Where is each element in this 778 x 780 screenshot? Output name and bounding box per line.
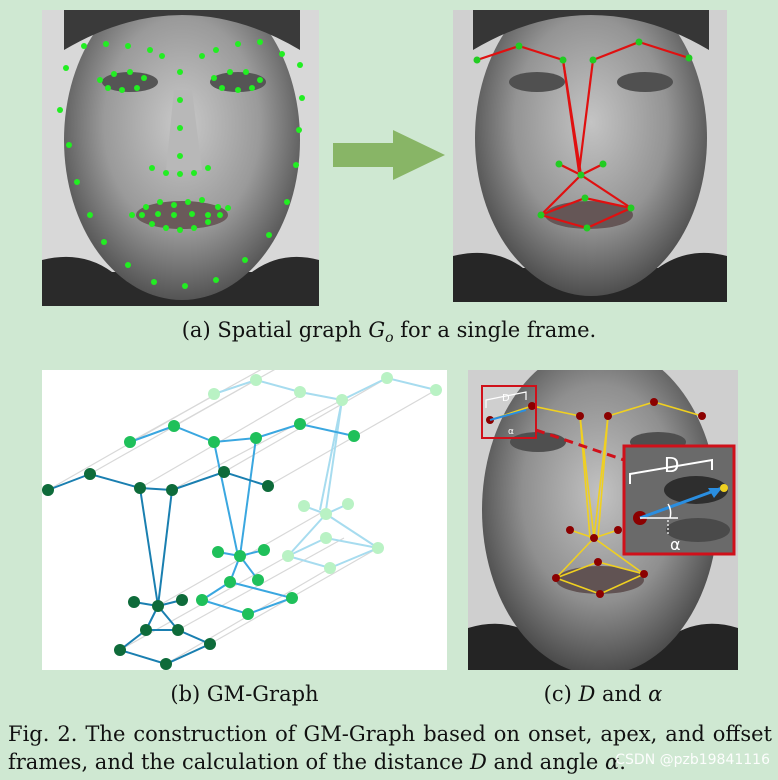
caption-a-suffix: for a single frame. xyxy=(393,318,597,342)
small-vector-arrow xyxy=(489,409,527,421)
caption-c-symbol-d: D xyxy=(578,682,596,706)
caption-b-text: (b) GM-Graph xyxy=(170,682,319,706)
zoom-d-label: D xyxy=(664,453,679,477)
caption-a-subscript: o xyxy=(385,330,394,347)
spatial-graph-nodes xyxy=(473,38,693,232)
zoom-vector-arrow xyxy=(639,486,723,520)
landmark-points xyxy=(57,39,305,289)
zoom-alpha-label: α xyxy=(670,535,681,554)
figure-caption-part3: . xyxy=(619,750,626,774)
zoom-connector-line xyxy=(535,428,625,462)
zoom-inset: D α xyxy=(622,444,736,556)
caption-c-prefix: (c) xyxy=(543,682,579,706)
figure-caption-part1: Fig. 2. The construction of GM-Graph bas… xyxy=(8,722,772,774)
gm-onset-layer xyxy=(42,466,274,670)
face-landmarks-svg xyxy=(42,10,319,306)
caption-a-text: (a) Spatial graph xyxy=(181,318,369,342)
gm-graph-svg xyxy=(42,370,442,670)
panel-c-svg: D α D α xyxy=(468,370,738,670)
gm-apex-layer xyxy=(124,418,360,620)
panel-b-gm-graph xyxy=(42,370,447,670)
right-arrow-icon xyxy=(333,130,445,180)
figure-caption-symbol-alpha: α xyxy=(605,750,620,774)
caption-c-middle: and xyxy=(595,682,649,706)
small-highlight-box xyxy=(481,385,537,439)
face-image-landmarks xyxy=(42,10,319,306)
face-image-spatial-graph xyxy=(453,10,727,302)
small-alpha-label: α xyxy=(508,427,514,437)
caption-c: (c) D and α xyxy=(468,682,738,706)
spatial-graph-svg xyxy=(453,10,727,302)
gm-offset-layer xyxy=(208,372,442,574)
figure-caption: Fig. 2. The construction of GM-Graph bas… xyxy=(8,720,772,776)
frame-connectors xyxy=(47,370,437,665)
small-d-indicator xyxy=(485,391,527,408)
c-graph-nodes xyxy=(486,398,706,598)
caption-a: (a) Spatial graph Go for a single frame. xyxy=(0,318,778,346)
figure-caption-symbol-d: D xyxy=(470,750,487,774)
panel-c-distance-angle: D α D α xyxy=(468,370,738,670)
watermark: CSDN @pzb19841116 xyxy=(615,752,770,768)
panel-a: (a) Spatial graph Go for a single frame. xyxy=(0,0,778,360)
caption-b: (b) GM-Graph xyxy=(42,682,447,706)
figure-caption-part2: and angle xyxy=(486,750,605,774)
caption-a-symbol: G xyxy=(368,318,386,342)
caption-c-symbol-alpha: α xyxy=(648,682,663,706)
small-d-label: D xyxy=(502,393,510,404)
